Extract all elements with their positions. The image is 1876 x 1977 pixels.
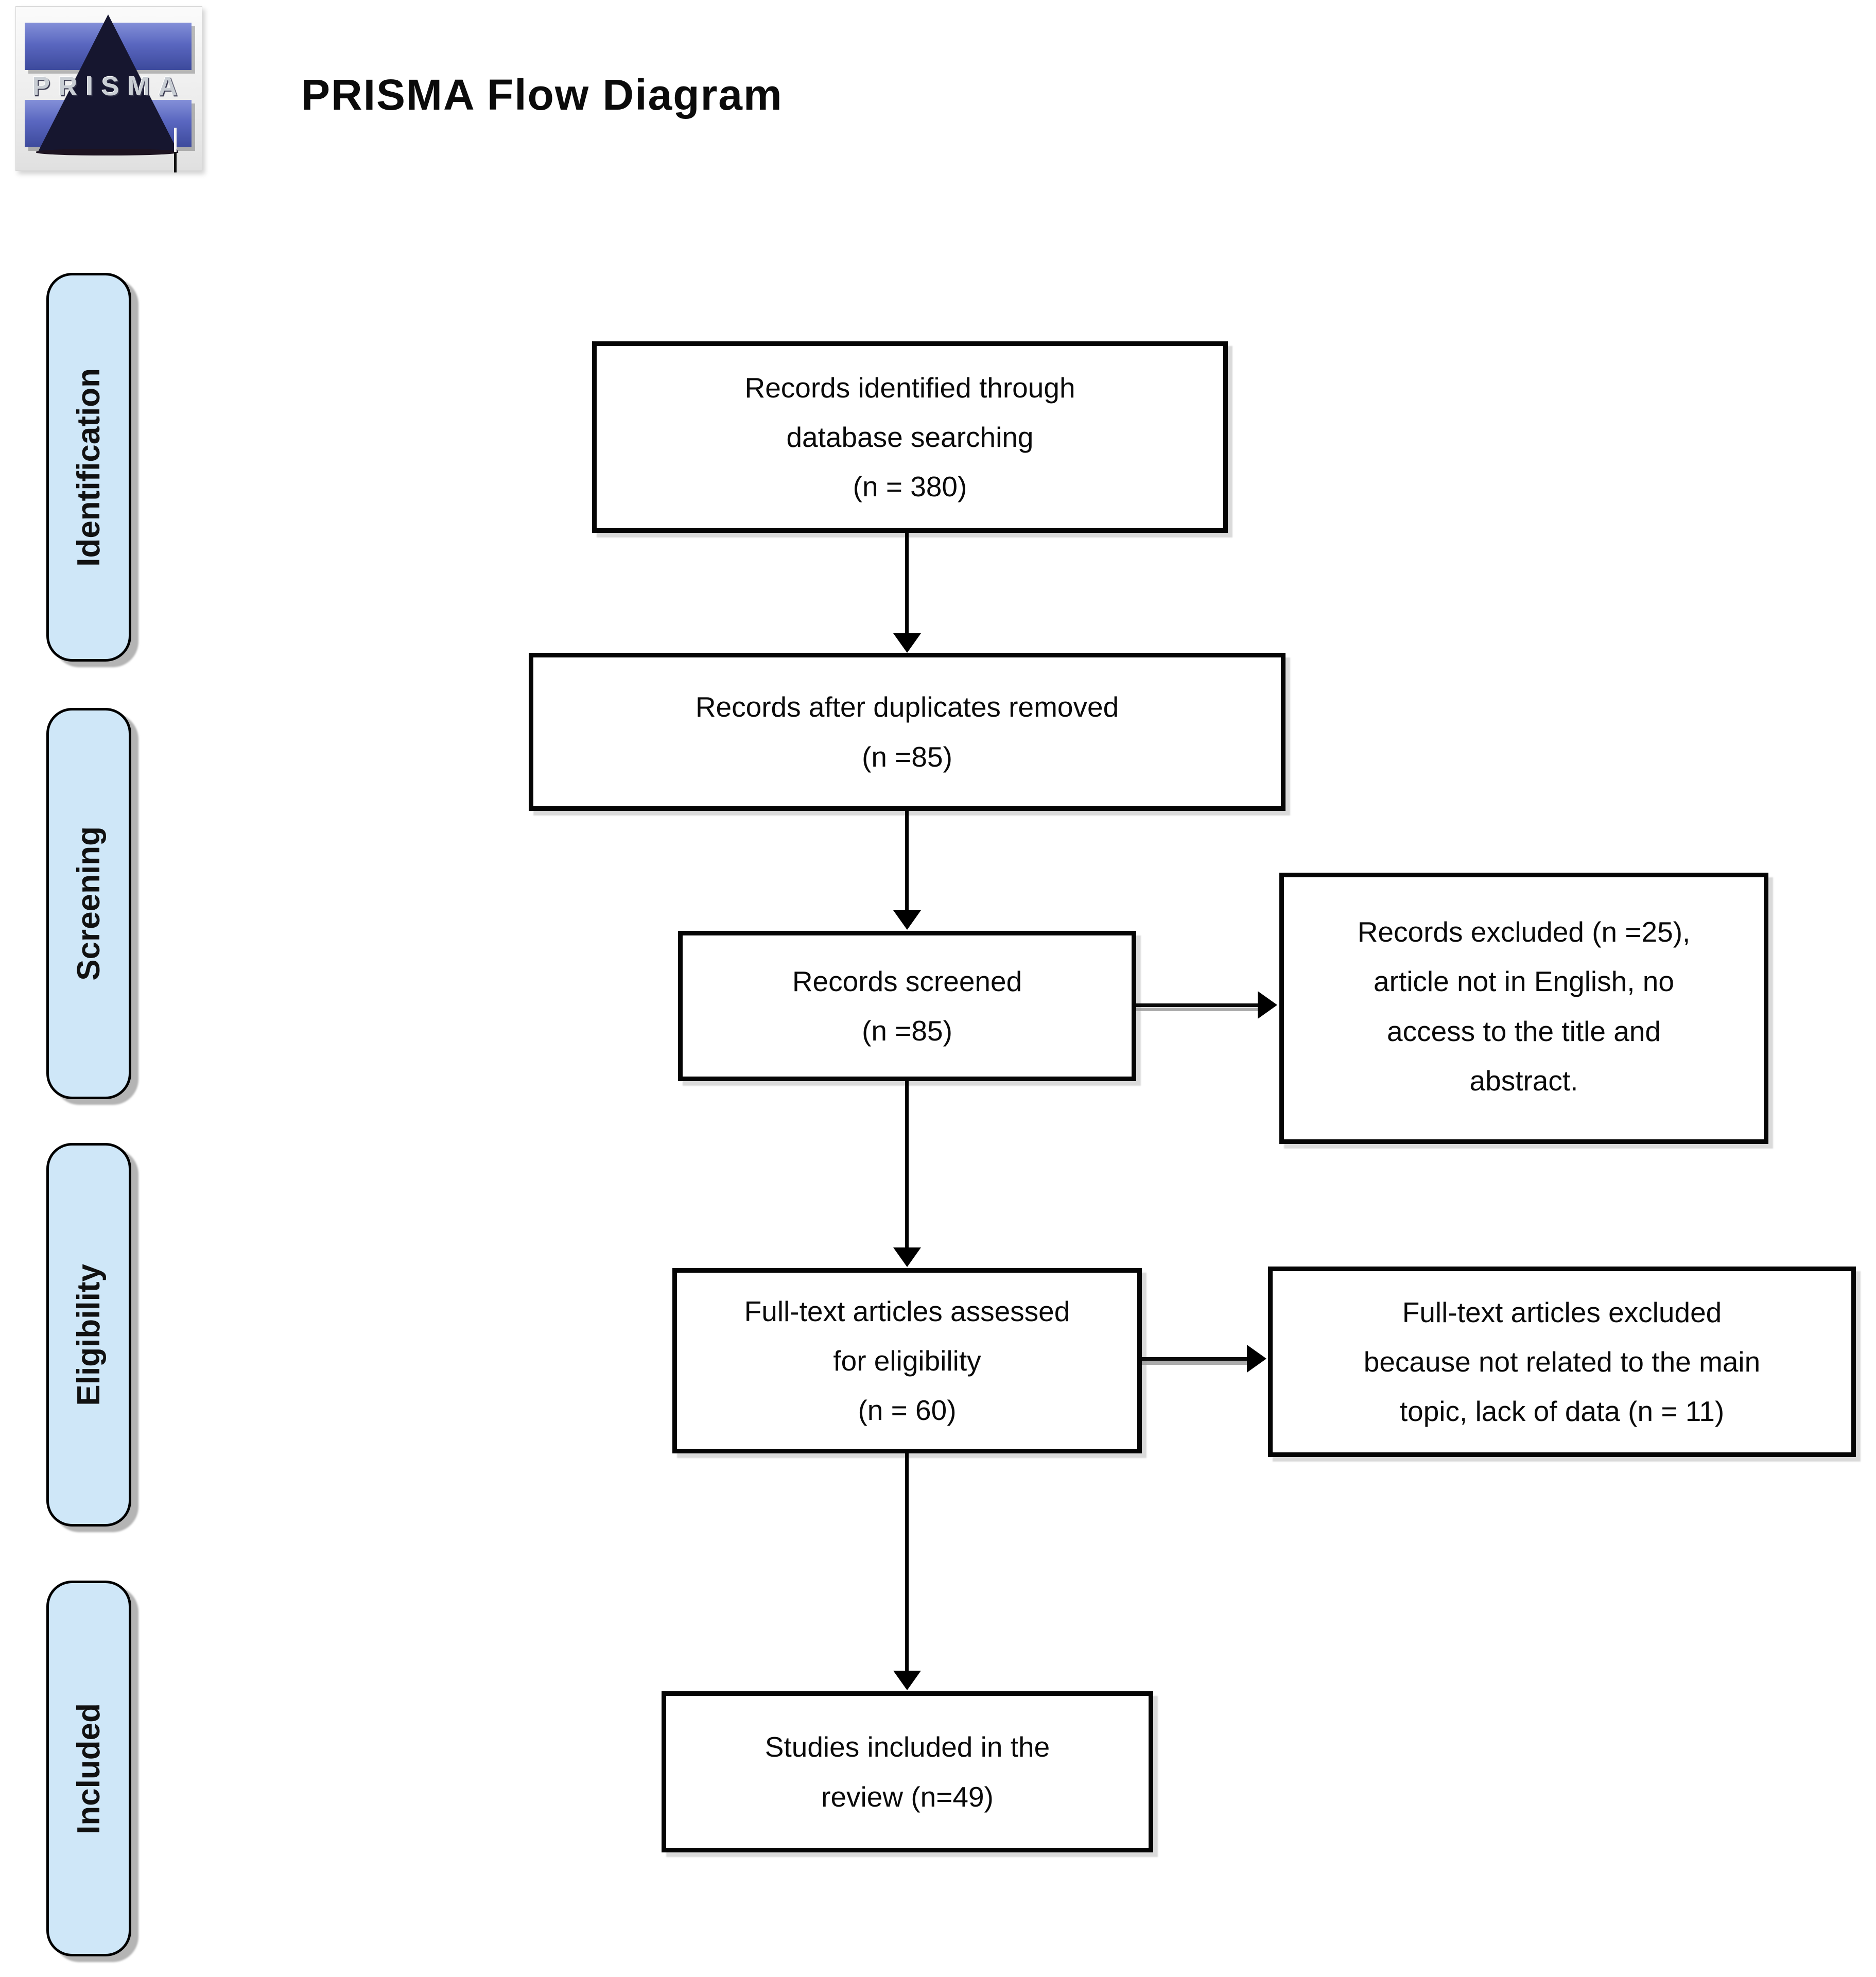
box-studies-included: Studies included in the review (n=49) <box>662 1691 1153 1852</box>
box-line: Records screened <box>792 965 1022 997</box>
box-line: Full-text articles excluded <box>1402 1296 1722 1328</box>
box-line: Records after duplicates removed <box>695 691 1119 723</box>
box-records-excluded: Records excluded (n =25), article not in… <box>1279 873 1768 1144</box>
box-line: access to the title and <box>1387 1015 1661 1047</box>
box-count: (n =85) <box>862 1015 952 1047</box>
box-line: because not related to the main <box>1363 1345 1761 1378</box>
arrow-line-identified-to-dedup <box>905 533 909 635</box>
arrowhead-right-icon <box>1258 991 1277 1019</box>
box-duplicates-removed: Records after duplicates removed (n =85) <box>529 653 1286 811</box>
box-fulltext-excluded: Full-text articles excluded because not … <box>1268 1267 1856 1457</box>
box-line: database searching <box>786 421 1034 453</box>
box-count: (n =85) <box>862 740 952 773</box>
stage-screening: Screening <box>46 708 131 1099</box>
box-line: Records excluded (n =25), <box>1357 916 1691 948</box>
arrow-line-screened-to-fulltext <box>905 1081 909 1250</box>
box-line: for eligibility <box>833 1344 981 1377</box>
box-records-screened: Records screened (n =85) <box>678 931 1136 1081</box>
stage-included: Included <box>46 1581 131 1956</box>
arrowhead-down-icon <box>893 1671 921 1690</box>
stage-included-label: Included <box>71 1703 107 1834</box>
arrowhead-down-icon <box>893 910 921 930</box>
box-line: Records identified through <box>744 371 1075 404</box>
logo-triangle-base-shadow <box>36 149 178 155</box>
box-line: article not in English, no <box>1374 965 1674 998</box>
stage-eligibility-label: Eligibility <box>71 1263 107 1406</box>
text-cursor-caret-lower <box>174 152 177 172</box>
box-line: topic, lack of data (n = 11) <box>1399 1395 1725 1428</box>
box-line: abstract. <box>1469 1064 1578 1097</box>
arrowhead-down-icon <box>893 1247 921 1267</box>
box-line: Studies included in the <box>765 1731 1050 1763</box>
stage-eligibility: Eligibility <box>46 1143 131 1527</box>
page-title: PRISMA Flow Diagram <box>301 71 783 119</box>
box-count: review (n=49) <box>821 1780 994 1813</box>
arrowhead-down-icon <box>893 633 921 653</box>
box-records-identified: Records identified through database sear… <box>592 341 1228 533</box>
arrow-line-screened-to-excluded <box>1136 1003 1260 1007</box>
arrow-line-fulltext-to-included <box>905 1453 909 1673</box>
arrow-line-dedup-to-screened <box>905 811 909 912</box>
box-fulltext-assessed: Full-text articles assessed for eligibil… <box>672 1268 1142 1453</box>
arrow-line-fulltext-to-excluded <box>1142 1357 1249 1361</box>
box-count: (n = 380) <box>853 471 967 503</box>
stage-identification: Identification <box>46 273 131 662</box>
text-cursor-caret-upper <box>174 128 177 152</box>
stage-screening-label: Screening <box>71 826 107 981</box>
arrowhead-right-icon <box>1247 1345 1266 1373</box>
stage-identification-label: Identification <box>71 368 107 567</box>
box-line: Full-text articles assessed <box>744 1295 1070 1327</box>
prisma-logo: PRISMA <box>15 6 202 171</box>
box-count: (n = 60) <box>858 1394 957 1427</box>
logo-wordmark: PRISMA <box>32 72 186 101</box>
